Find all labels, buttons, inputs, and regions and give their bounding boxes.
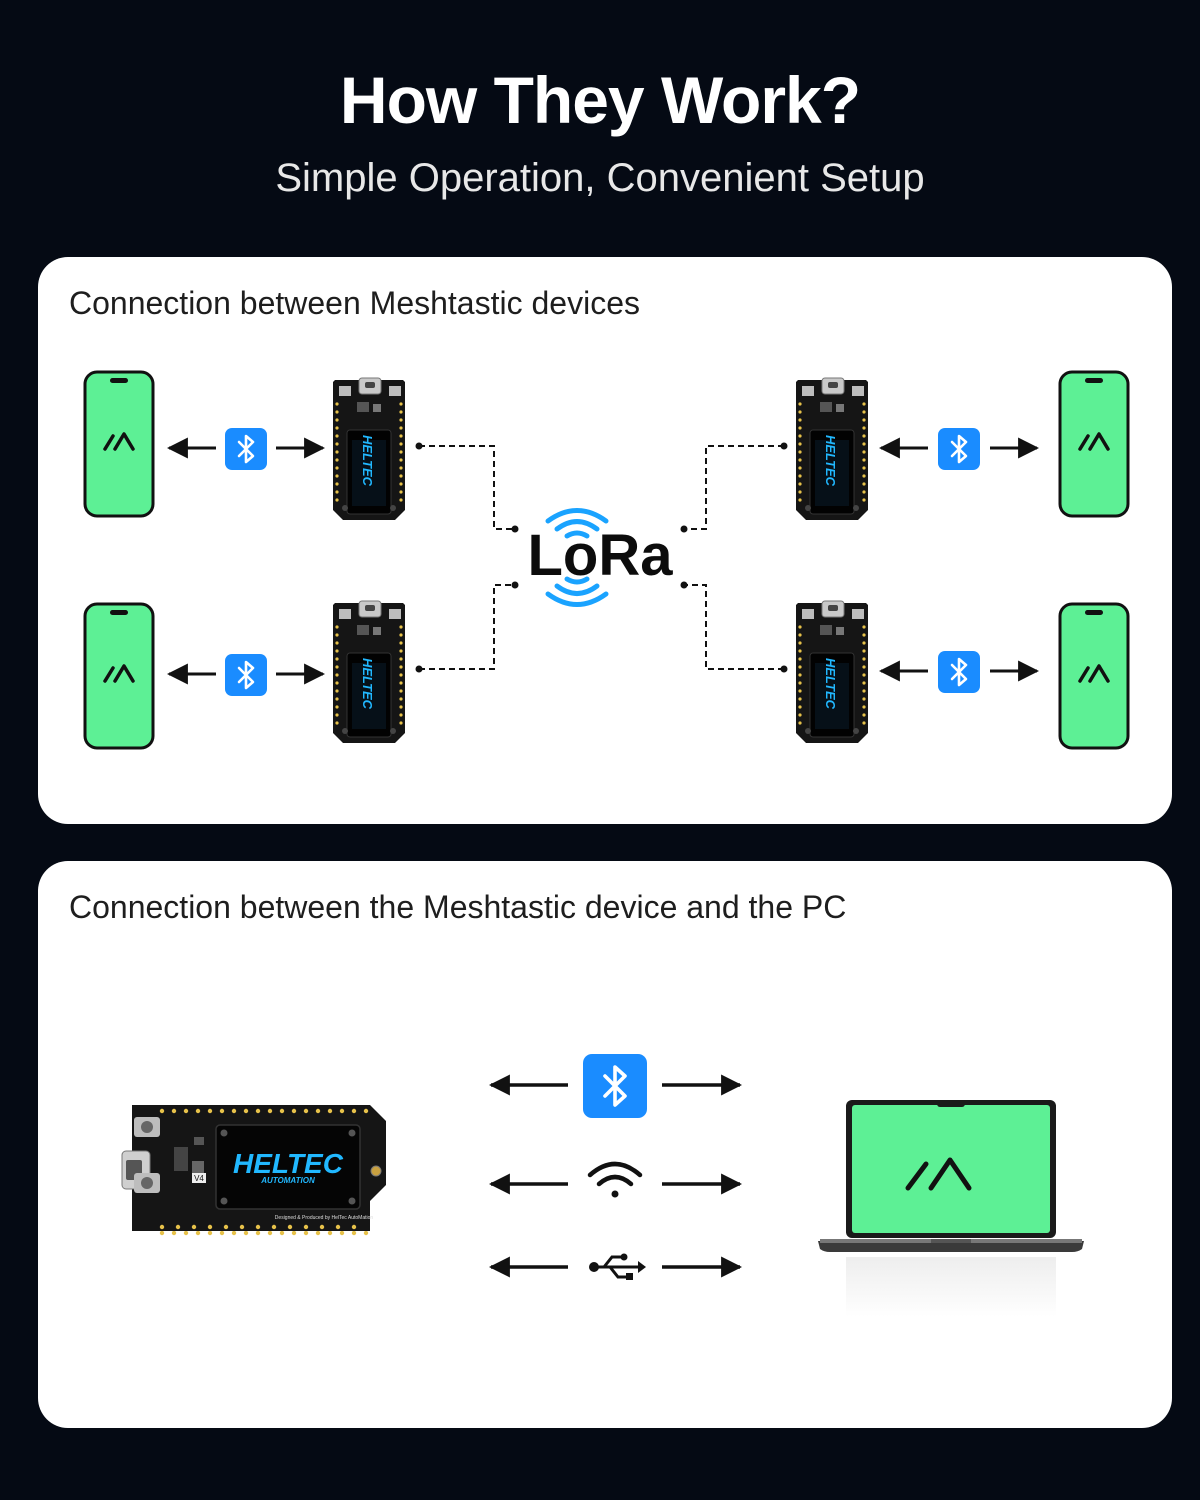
svg-text:HELTEC: HELTEC xyxy=(360,658,375,710)
usb-icon xyxy=(589,1253,646,1280)
wifi-icon xyxy=(587,1161,643,1198)
mesh-panel-title: Connection between Meshtastic devices xyxy=(69,285,640,321)
svg-text:HELTEC: HELTEC xyxy=(233,1148,344,1179)
link-endpoints xyxy=(415,442,788,673)
page-title: How They Work? xyxy=(339,63,861,137)
laptop-icon xyxy=(818,1100,1084,1317)
pc-diagram: V4 HELTEC AUTOMATION Designed & Produced… xyxy=(121,1052,1084,1317)
pc-panel-title: Connection between the Meshtastic device… xyxy=(69,889,847,925)
heltec-board-icon: HELTEC xyxy=(332,600,406,744)
svg-text:HELTEC: HELTEC xyxy=(823,435,838,487)
heltec-board-icon: HELTEC xyxy=(332,377,406,521)
mesh-connection-panel: Connection between Meshtastic devices xyxy=(38,257,1172,824)
svg-text:HELTEC: HELTEC xyxy=(360,435,375,487)
lora-wave-icon xyxy=(545,508,609,607)
bluetooth-icon xyxy=(223,652,269,698)
bluetooth-icon xyxy=(581,1052,649,1120)
pc-connection-panel: Connection between the Meshtastic device… xyxy=(38,861,1172,1428)
svg-text:Designed & Produced by HelTec: Designed & Produced by HelTec AutoMation xyxy=(275,1215,374,1221)
bluetooth-icon xyxy=(223,426,269,472)
phone-icon xyxy=(83,602,155,750)
heltec-board-icon: HELTEC xyxy=(795,600,869,744)
svg-text:HELTEC: HELTEC xyxy=(823,658,838,710)
bluetooth-icon xyxy=(936,649,982,695)
heltec-board-icon: V4 HELTEC AUTOMATION Designed & Produced… xyxy=(121,1105,386,1236)
phone-icon xyxy=(1058,602,1130,750)
bluetooth-icon xyxy=(936,426,982,472)
svg-text:AUTOMATION: AUTOMATION xyxy=(260,1176,315,1185)
heltec-board-icon: HELTEC xyxy=(795,377,869,521)
svg-text:V4: V4 xyxy=(194,1174,204,1183)
lora-label: LoRa xyxy=(528,523,674,588)
lora-links xyxy=(419,445,784,670)
page-subtitle: Simple Operation, Convenient Setup xyxy=(275,156,925,200)
mesh-diagram: HELTEC HELTEC HELTEC HELTEC xyxy=(83,370,1130,750)
phone-icon xyxy=(83,370,155,518)
phone-icon xyxy=(1058,370,1130,518)
